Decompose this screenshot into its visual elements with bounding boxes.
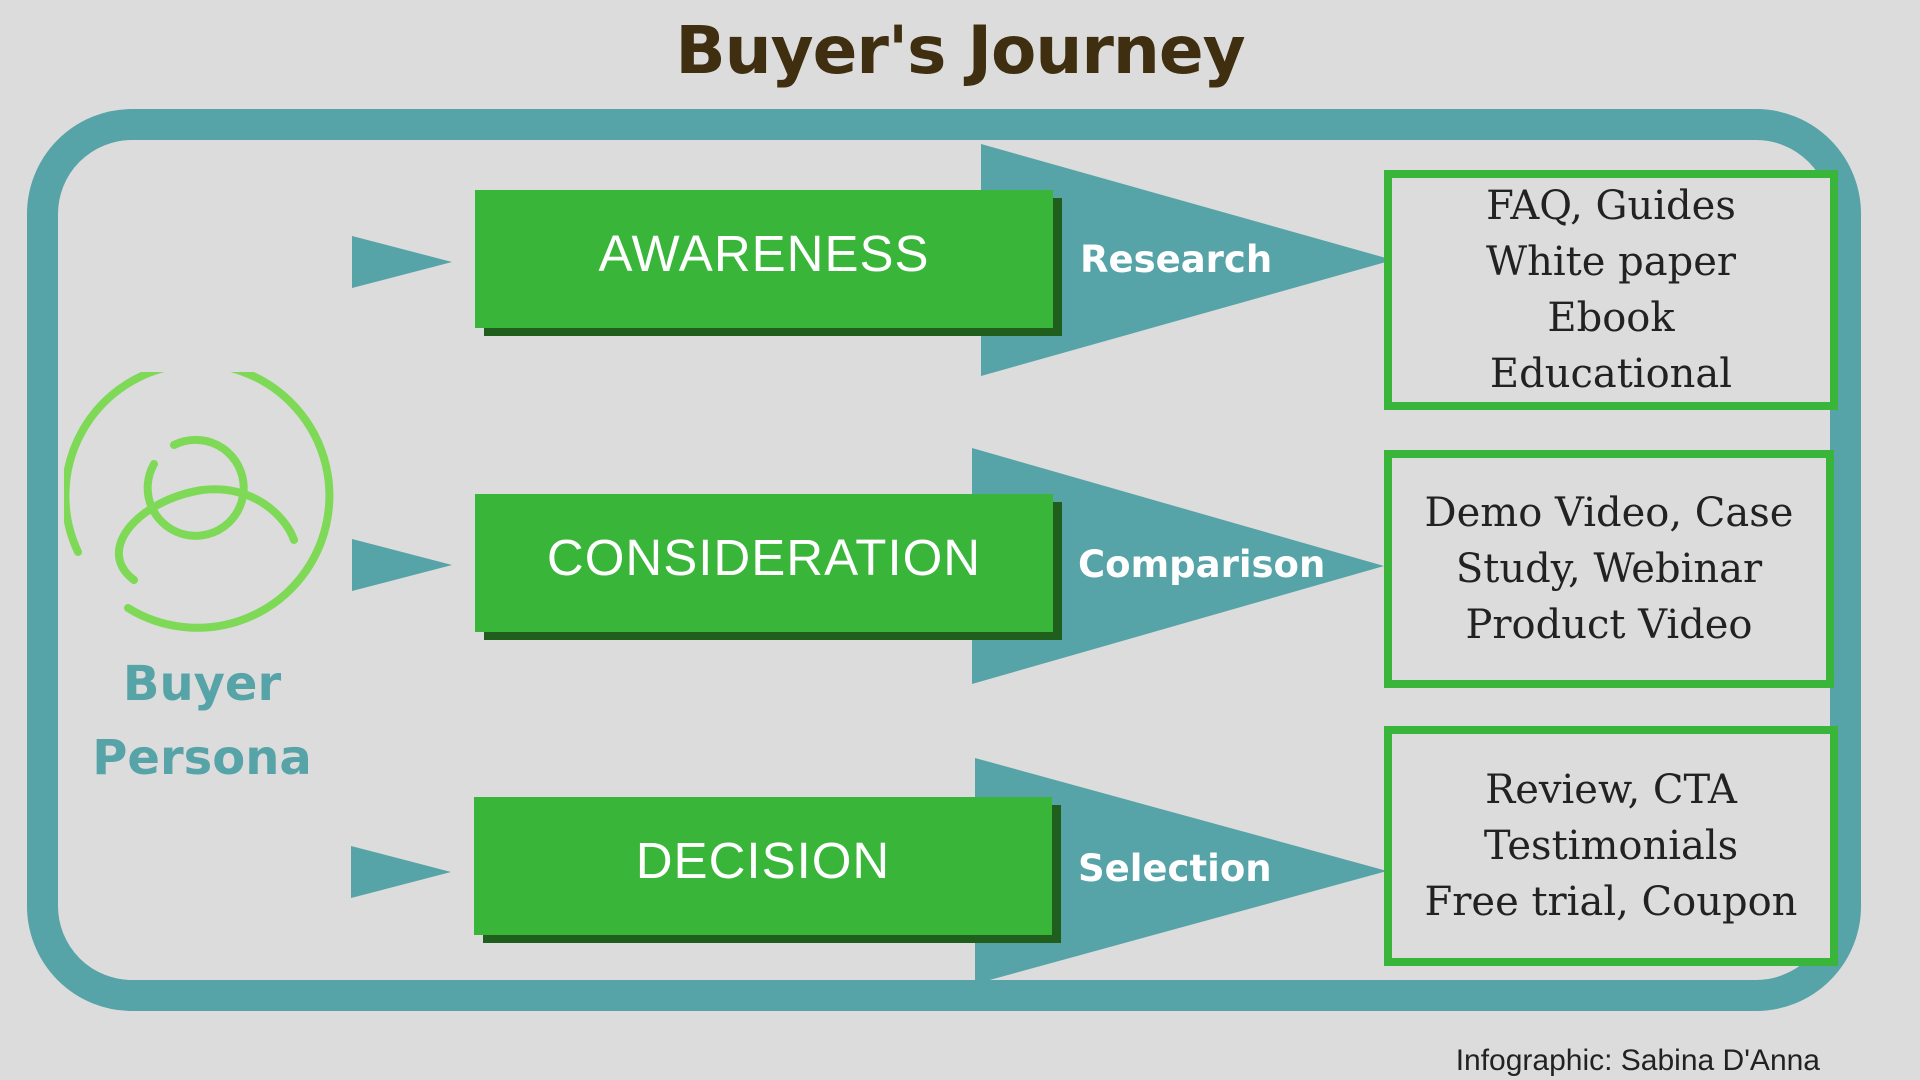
content-item: FAQ, Guides xyxy=(1486,183,1736,229)
content-item: Product Video xyxy=(1465,602,1753,648)
content-item: Ebook xyxy=(1547,295,1675,341)
page-title: Buyer's Journey xyxy=(675,12,1245,89)
persona-label-line2: Persona xyxy=(92,730,312,786)
content-item: Testimonials xyxy=(1483,823,1739,869)
pointer-arrow-icon xyxy=(352,236,452,288)
content-item: Demo Video, Case xyxy=(1424,490,1794,536)
persona-label-line1: Buyer xyxy=(122,656,282,712)
stage-awareness: AWARENESS xyxy=(475,190,1053,328)
content-box-awareness: FAQ, Guides White paper Ebook Educationa… xyxy=(1384,170,1838,410)
content-item: White paper xyxy=(1486,239,1736,285)
buyer-persona-icon xyxy=(61,359,340,648)
pointer-arrow-icon xyxy=(352,539,452,591)
content-item: Study, Webinar xyxy=(1455,546,1763,592)
stage-consideration: CONSIDERATION xyxy=(475,494,1053,632)
content-box-consideration: Demo Video, Case Study, Webinar Product … xyxy=(1384,450,1834,688)
verb-research: Research xyxy=(1080,238,1273,281)
content-item: Review, CTA xyxy=(1485,767,1737,813)
verb-comparison: Comparison xyxy=(1078,543,1326,586)
content-item: Educational xyxy=(1489,351,1733,397)
infographic-credit: Infographic: Sabina D'Anna xyxy=(1455,1044,1820,1077)
pointer-arrow-icon xyxy=(351,846,451,898)
content-box-decision: Review, CTA Testimonials Free trial, Cou… xyxy=(1384,726,1838,966)
verb-selection: Selection xyxy=(1078,847,1272,890)
comparison-wedge xyxy=(972,448,1384,684)
research-wedge xyxy=(981,144,1393,376)
selection-wedge xyxy=(975,758,1387,984)
journey-frame xyxy=(27,109,1861,1011)
content-item: Free trial, Coupon xyxy=(1424,879,1798,925)
stage-decision: DECISION xyxy=(474,797,1052,935)
